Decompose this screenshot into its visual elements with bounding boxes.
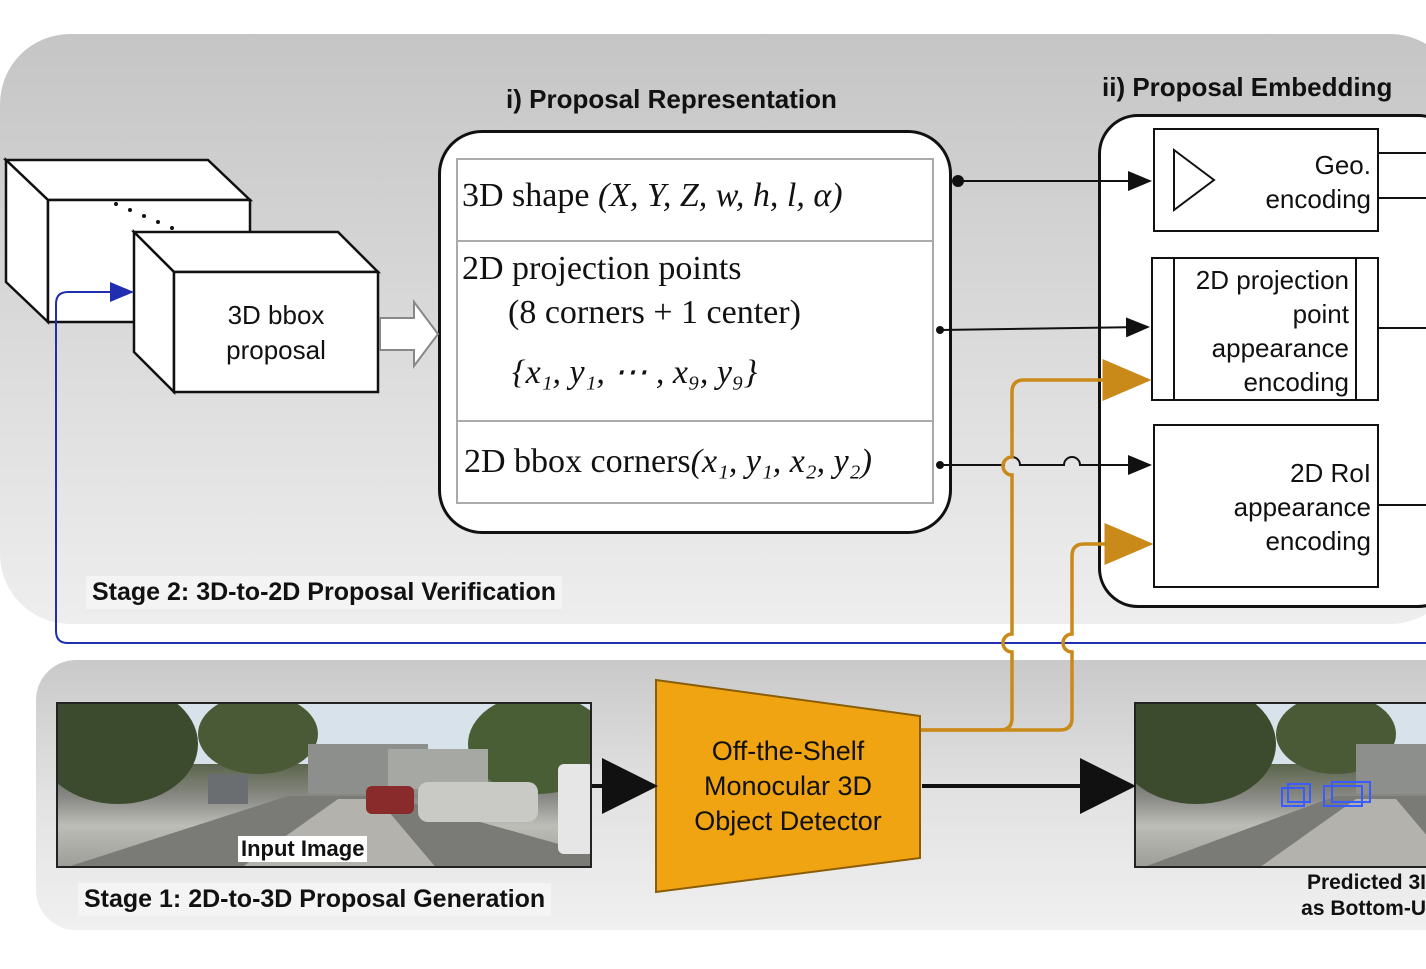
shape-prefix: 3D shape <box>462 177 598 214</box>
cube-label-line2: proposal <box>226 335 326 365</box>
predicted-label: Predicted 3I as Bottom-U <box>1280 870 1426 922</box>
predicted-line2: as Bottom-U <box>1301 897 1426 920</box>
predicted-3d-boxes <box>1281 781 1371 807</box>
predicted-image-scene <box>1136 704 1426 866</box>
stage1-label: Stage 1: 2D-to-3D Proposal Generation <box>78 883 552 916</box>
detector-line2: Monocular 3D <box>703 771 873 801</box>
roi-line2: appearance <box>1233 492 1371 522</box>
hollow-arrow <box>379 299 440 369</box>
shape-math: (X, Y, Z, w, h, l, α) <box>597 177 843 214</box>
proposal-embedding-title: ii) Proposal Embedding <box>1102 72 1393 102</box>
stage2-label: Stage 2: 3D-to-2D Proposal Verification <box>86 576 562 609</box>
proj-encoder: 2D projection point appearance encoding <box>1151 257 1379 401</box>
input-image <box>56 702 592 868</box>
geo-triangle-icon <box>1173 148 1216 212</box>
rep-row-shape <box>458 160 932 242</box>
detector-to-proj-arrow <box>920 359 1152 732</box>
proposal-representation-title: i) Proposal Representation <box>506 84 837 114</box>
detector-shape <box>655 678 921 894</box>
proj-line1: 2D projection points <box>462 250 742 287</box>
proj-line2: (8 corners + 1 center) <box>508 294 801 331</box>
rep-row-projection <box>458 242 932 422</box>
detector-to-roi-arrow <box>920 523 1154 732</box>
bbox-text: 2D bbox corners(x₁, y₁, x₂, y₂) <box>464 443 872 481</box>
geo-encoder: Geo. encoding <box>1153 128 1379 232</box>
roi-line1: 2D RoI <box>1290 458 1371 488</box>
geo-line1: Geo. <box>1314 150 1371 180</box>
proj-enc-line1: 2D projection <box>1195 265 1349 295</box>
proj-line3-math: {x₁, y₁, ⋯ , x₉, y₉} <box>512 354 758 391</box>
input-image-label: Input Image <box>238 836 368 862</box>
bbox-math: (x₁, y₁, x₂, y₂) <box>690 443 872 480</box>
roi-line3: encoding <box>1265 526 1371 556</box>
roi-encoder: 2D RoI appearance encoding <box>1153 424 1379 588</box>
detector-label: Off-the-Shelf Monocular 3D Object Detect… <box>668 734 908 839</box>
proj-enc-line3: appearance <box>1211 333 1349 363</box>
representation-table <box>456 158 934 504</box>
input-image-scene <box>58 704 590 866</box>
cube-label: 3D bbox proposal <box>174 298 378 368</box>
feedback-arrow <box>55 282 1426 644</box>
proj-enc-line4: encoding <box>1243 367 1349 397</box>
cube-label-line1: 3D bbox <box>227 300 325 330</box>
proj-enc-line2: point <box>1292 299 1349 329</box>
detector-line1: Off-the-Shelf <box>711 736 865 766</box>
proj-line3: {x₁, y₁, ⋯ , x₉, y₉} <box>512 352 757 392</box>
predicted-image <box>1134 702 1426 868</box>
detector-line3: Object Detector <box>694 806 882 836</box>
representation-box <box>438 130 952 534</box>
predicted-line1: Predicted 3I <box>1306 871 1426 894</box>
bbox-prefix: 2D bbox corners <box>464 443 691 480</box>
geo-line2: encoding <box>1265 184 1371 214</box>
shape-text: 3D shape (X, Y, Z, w, h, l, α) <box>462 177 843 215</box>
